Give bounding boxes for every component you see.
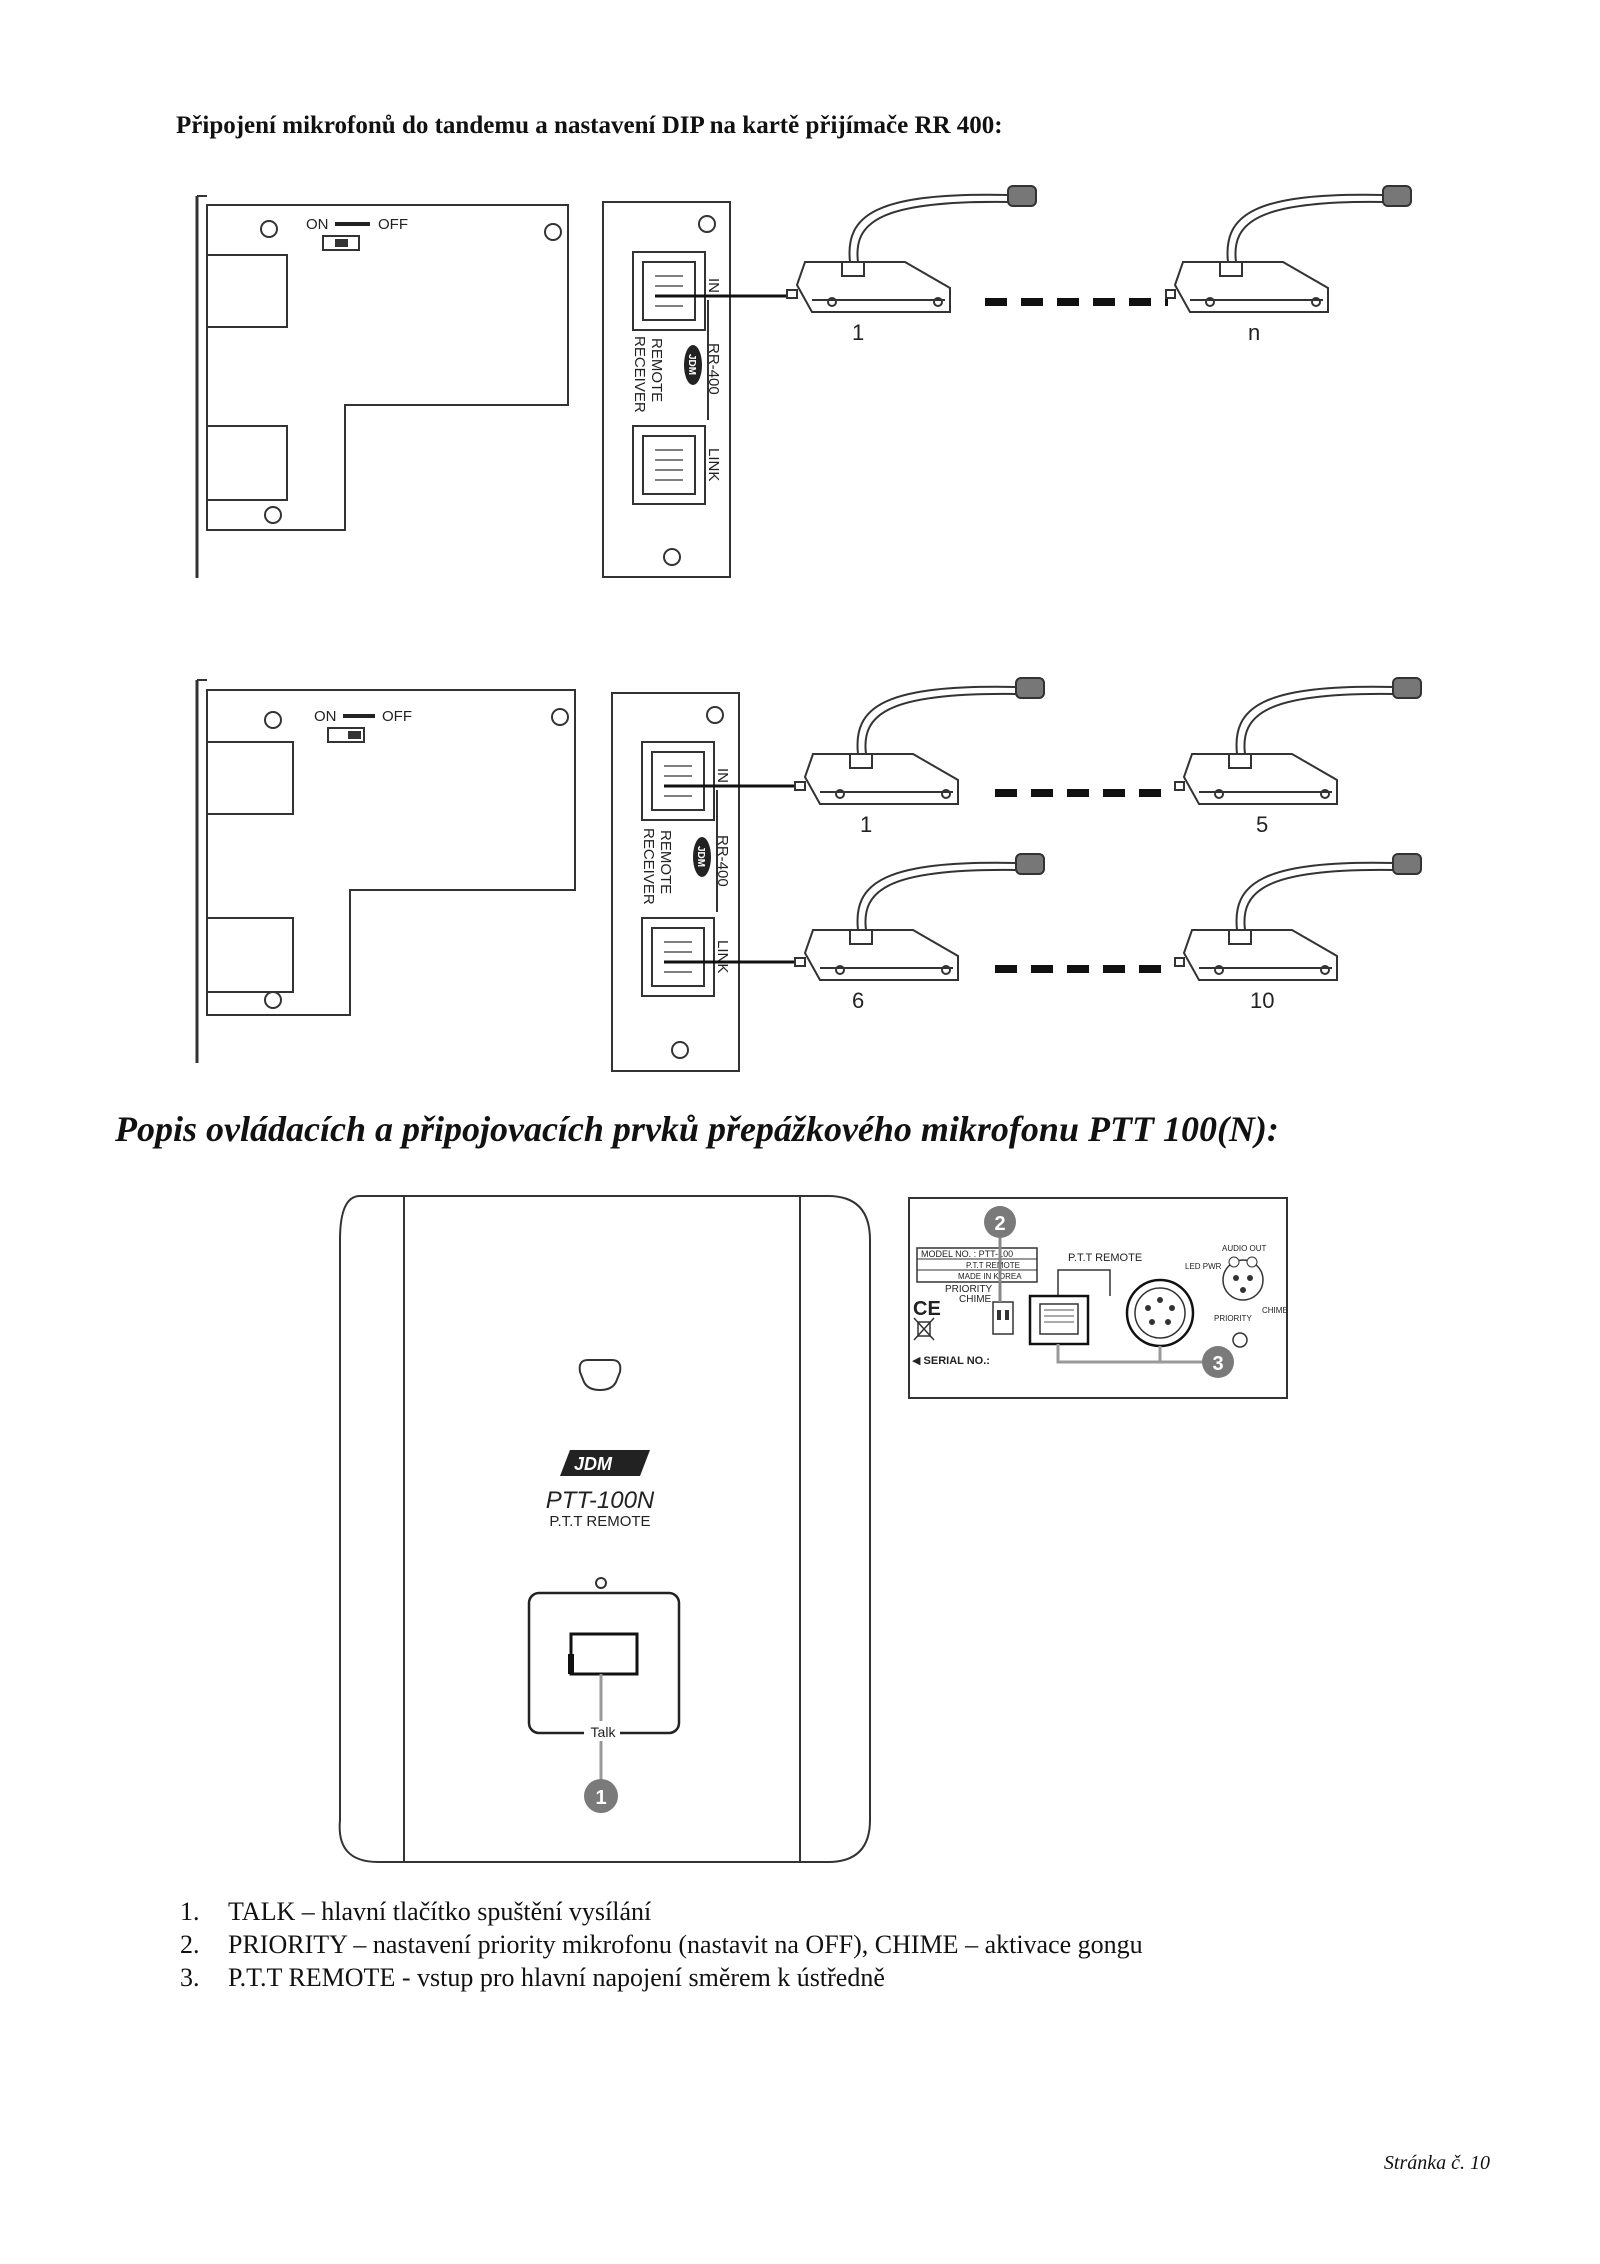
jdm-logo-icon: JDM — [560, 1450, 650, 1476]
gooseneck-mic-icon — [794, 677, 1045, 805]
front-subtitle-text: P.T.T REMOTE — [549, 1513, 650, 1530]
receiver-label-1: REMOTE — [648, 338, 665, 402]
page-number: Stránka č. 10 — [1383, 2152, 1490, 2174]
callout-badge-3: 3 — [1202, 1346, 1234, 1378]
ptt-remote-label: P.T.T REMOTE — [1068, 1252, 1142, 1264]
svg-text:JDM: JDM — [695, 846, 706, 867]
mic-label-last: n — [1248, 320, 1260, 345]
legend-item: 2. PRIORITY – nastavení priority mikrofo… — [180, 1930, 1143, 1959]
led-indicator — [595, 1577, 607, 1589]
mount-hole — [578, 1359, 622, 1392]
ptt-rear-panel: MODEL NO. : PTT-100 P.T.T REMOTE MADE IN… — [908, 1197, 1288, 1399]
mounting-bracket — [195, 195, 569, 578]
mounting-bracket — [195, 679, 576, 1063]
screw-hole — [1232, 1332, 1248, 1348]
callout-badge-1: 1 — [584, 1779, 618, 1813]
svg-text:MADE IN KOREA: MADE IN KOREA — [958, 1272, 1022, 1281]
port-link-label: LINK — [705, 448, 722, 481]
dip-off-label: OFF — [382, 708, 412, 725]
tandem-diagram-top: ON OFF IN LINK RR-400 REMOTE RECEIVER JD… — [195, 185, 1412, 578]
svg-text:3: 3 — [1212, 1353, 1223, 1375]
legend-item: 3. P.T.T REMOTE - vstup pro hlavní napoj… — [180, 1963, 885, 1992]
svg-text:MODEL NO. : PTT-100: MODEL NO. : PTT-100 — [921, 1249, 1013, 1259]
section-heading-controls: Popis ovládacích a připojovacích prvků p… — [115, 1109, 1279, 1149]
receiver-label-1: REMOTE — [657, 830, 674, 894]
chime-pin-label: CHIME — [1262, 1306, 1288, 1315]
port-link-label: LINK — [714, 940, 731, 973]
dip-switch — [322, 222, 370, 251]
jdm-logo-icon: JDM — [684, 345, 702, 385]
din-connector[interactable] — [1125, 1278, 1195, 1348]
legend-item: 1. TALK – hlavní tlačítko spuštění vysíl… — [180, 1897, 652, 1926]
gooseneck-mic-icon — [786, 185, 1037, 313]
controls-legend: 1. TALK – hlavní tlačítko spuštění vysíl… — [180, 1895, 1143, 1994]
dip-on-label: ON — [314, 708, 337, 725]
tandem-diagram-bottom: ON OFF IN LINK RR-400 REMOTE RECEIVER JD… — [195, 677, 1422, 1072]
svg-text:2: 2 — [994, 1213, 1005, 1235]
front-panel-body — [338, 1195, 871, 1863]
front-model-text: PTT-100N — [546, 1487, 655, 1514]
svg-text:JDM: JDM — [686, 354, 697, 375]
ptt-front-panel: JDM PTT-100N P.T.T REMOTE Talk 1 — [338, 1195, 871, 1863]
ce-mark: CE — [913, 1298, 941, 1320]
model-label: RR-400 — [714, 835, 731, 887]
audio-out-pinout — [1222, 1256, 1264, 1301]
mic-label-row1-last: 5 — [1256, 812, 1268, 837]
dip-switch — [327, 714, 375, 743]
talk-label-bg — [584, 1721, 620, 1741]
model-label: RR-400 — [705, 343, 722, 395]
port-in-label: IN — [705, 278, 722, 293]
port-in-label: IN — [714, 768, 731, 783]
port-link-icon — [655, 449, 683, 481]
receiver-card — [602, 201, 731, 578]
receiver-label-2: RECEIVER — [631, 336, 648, 413]
callout-badge-2: 2 — [984, 1206, 1016, 1238]
receiver-label-2: RECEIVER — [640, 828, 657, 905]
gooseneck-mic-icon — [1174, 853, 1422, 981]
gooseneck-mic-icon — [1165, 185, 1412, 313]
serial-label: ◀ SERIAL NO.: — [912, 1355, 990, 1367]
port-link-icon — [664, 941, 692, 973]
gooseneck-mic-icon — [1174, 677, 1422, 805]
talk-button[interactable] — [568, 1632, 639, 1676]
callout-line-3 — [1056, 1344, 1162, 1364]
rj45-port[interactable] — [1028, 1294, 1090, 1346]
led-pwr-label: LED PWR — [1185, 1262, 1222, 1271]
mic-label-row2-first: 6 — [852, 988, 864, 1013]
port-in-icon — [664, 765, 692, 797]
audio-out-label: AUDIO OUT — [1222, 1244, 1267, 1253]
dip-off-label: OFF — [378, 216, 408, 233]
svg-text:JDM: JDM — [574, 1454, 613, 1474]
chime-label: CHIME — [959, 1294, 992, 1305]
mic-label-first: 1 — [852, 320, 864, 345]
dip-on-label: ON — [306, 216, 329, 233]
svg-text:P.T.T REMOTE: P.T.T REMOTE — [966, 1261, 1020, 1270]
label-plate: MODEL NO. : PTT-100 P.T.T REMOTE MADE IN… — [916, 1247, 1038, 1283]
weee-icon — [913, 1317, 935, 1341]
talk-label: Talk — [591, 1724, 617, 1740]
gooseneck-mic-icon — [794, 853, 1045, 981]
mic-label-row1-first: 1 — [860, 812, 872, 837]
priority-label: PRIORITY — [945, 1284, 993, 1295]
dip-switch[interactable] — [992, 1301, 1014, 1335]
svg-text:1: 1 — [595, 1787, 606, 1809]
receiver-card — [611, 692, 740, 1072]
section-heading-connection: Připojení mikrofonů do tandemu a nastave… — [176, 112, 1003, 139]
priority-pin-label: PRIORITY — [1214, 1314, 1252, 1323]
mic-label-row2-last: 10 — [1250, 988, 1274, 1013]
jdm-logo-icon: JDM — [693, 837, 711, 877]
